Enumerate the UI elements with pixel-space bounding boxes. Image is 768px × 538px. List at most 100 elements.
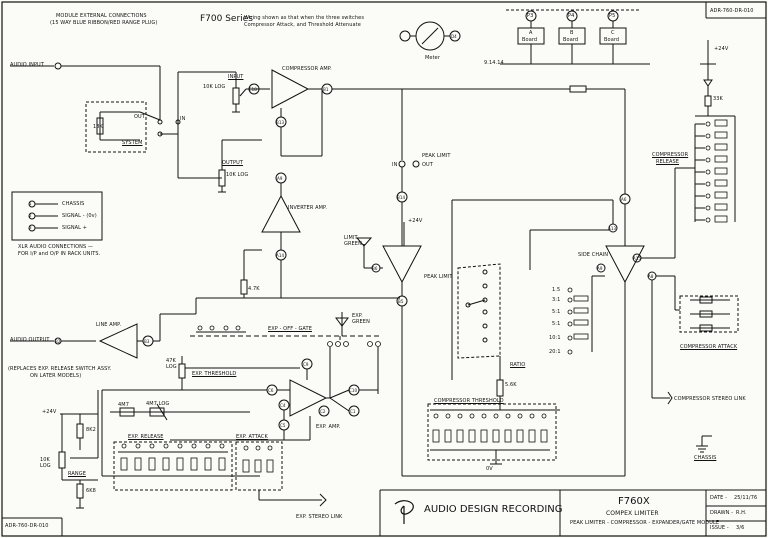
series-note-line2: Compressor Attack, and Threshold Attenua… <box>244 22 361 28</box>
node-c4: C4 <box>280 403 286 408</box>
node-b3: B3 <box>144 339 150 344</box>
relay-b-name: B <box>570 30 574 36</box>
ratio-label: RATIO <box>510 362 526 368</box>
relay-b-pin: P4 <box>568 13 575 19</box>
r8k2-label: 8K2 <box>86 427 96 433</box>
r33k-label: 33K <box>713 96 723 102</box>
node-e18: E18 <box>249 87 257 92</box>
module-header-line2: (15 WAY BLUE RIBBON/RED RANGE PLUG) <box>50 20 158 26</box>
compressor-stereo-link-label: COMPRESSOR STEREO LINK <box>674 396 746 402</box>
relay-a-board: Board <box>522 37 538 43</box>
relay-a-name: A <box>529 30 533 36</box>
relay-c-pin: P5 <box>609 13 616 19</box>
compressor-amp-label: COMPRESSOR AMP. <box>282 66 332 72</box>
ratio-value: 10:1 <box>549 335 561 341</box>
date-label: DATE - <box>710 495 728 501</box>
r4m7-label: 4M7 <box>118 402 129 408</box>
node-c6: C6 <box>268 388 274 393</box>
output-label: OUTPUT <box>222 160 243 166</box>
xlr-chassis-label: CHASSIS <box>62 201 85 207</box>
system-switch-label: SYSTEM <box>122 140 143 146</box>
exp-amp-label: EXP. AMP. <box>316 424 341 430</box>
node-c5: C5 <box>280 423 286 428</box>
peak-out-label: OUT <box>422 162 433 168</box>
audio-input-label: AUDIO INPUT <box>10 62 44 68</box>
series-title: F700 Series <box>200 14 253 24</box>
ratio-value: 20:1 <box>549 349 561 355</box>
range-pot-value: 10K LOG <box>40 457 51 469</box>
exp-off-gate-label: EXP - OFF - GATE <box>268 326 312 332</box>
replaces-note-line2: ON LATER MODELS) <box>30 373 82 379</box>
xlr-note-line1: XLR AUDIO CONNECTIONS — <box>18 244 94 250</box>
chassis-label: CHASSIS <box>694 455 717 461</box>
ratio-value: 3:1 <box>552 297 561 303</box>
model-number: F760X <box>618 496 650 507</box>
ratio-value: 5:1 <box>552 309 561 315</box>
audio-output-label: AUDIO OUTPUT <box>10 337 50 343</box>
relay-b-board: Board <box>563 37 579 43</box>
input-pot-value: 10K LOG <box>203 84 226 90</box>
r18k-label: 18K <box>93 124 103 130</box>
node-b5: B5 <box>398 299 404 304</box>
compressor-release-label-2: RELEASE <box>656 159 680 165</box>
ratio-value: 5:1 <box>552 321 561 327</box>
peak-limit-amp-label: PEAK LIMIT <box>424 274 453 280</box>
series-note-line1: Wiring shown as that when the three swit… <box>244 15 365 21</box>
drawing-ref-bottom: ADR-760-DR-010 <box>5 523 49 529</box>
relay-bus-label: 9.14.14 <box>484 60 504 66</box>
node-a8: A8 <box>648 274 654 279</box>
exp-threshold-label: EXP. THRESHOLD <box>192 371 237 377</box>
product-name: COMPEX LIMITER <box>606 510 659 517</box>
out-label: OUT <box>134 114 145 120</box>
relay-c-name: C <box>611 30 615 36</box>
exp-attack-label: EXP. ATTACK <box>236 434 268 440</box>
xlr-pin-3: 3 <box>29 225 32 230</box>
in-label: IN <box>180 116 186 122</box>
date-value: 25/11/76 <box>734 495 758 501</box>
xlr-pin-2: 2 <box>29 213 32 218</box>
peak-in-label: IN <box>392 162 398 168</box>
limit-green-label: LIMIT GREEN <box>344 235 362 247</box>
node-b6: B6 <box>372 266 378 271</box>
drawn-value: R.H. <box>736 510 747 516</box>
node-b13: B13 <box>276 120 285 125</box>
output-pot-value: 10K LOG <box>226 172 249 178</box>
relay-c-board: Board <box>604 37 620 43</box>
plus24v-label-2: +24V <box>714 46 729 52</box>
node-b2: B2 <box>55 339 61 344</box>
node-c2: C2 <box>320 409 326 414</box>
peak-limit-label: PEAK LIMIT <box>422 153 451 159</box>
exp-log-label: 4M7 LOG <box>146 401 170 407</box>
node-a13: A13 <box>608 226 617 231</box>
node-c1: C1 <box>350 409 356 414</box>
xlr-signal-minus-label: SIGNAL - (0v) <box>62 213 97 219</box>
replaces-note-line1: (REPLACES EXP. RELEASE SWITCH ASSY. <box>8 366 112 372</box>
node-a9-side: A9 <box>597 266 603 271</box>
node-a15: A15 <box>633 256 642 261</box>
r4k7-label: 4.7K <box>248 286 260 292</box>
range-label: RANGE <box>68 471 86 477</box>
drawn-label: DRAWN - <box>710 510 734 516</box>
exp-stereo-link-label: EXP. STEREO LINK <box>296 514 343 520</box>
meter-label: Meter <box>425 55 440 61</box>
compressor-attack-label: COMPRESSOR ATTACK <box>680 344 738 350</box>
company-name: AUDIO DESIGN RECORDING <box>424 504 563 515</box>
node-b1: B1 <box>323 87 329 92</box>
input-label: INPUT <box>228 74 244 80</box>
ratio-value: 1.5 <box>552 287 561 293</box>
plus24v-range-label: +24V <box>42 409 57 415</box>
relay-a-pin: P3 <box>527 13 534 19</box>
exp-green-label: EXP. GREEN <box>352 313 370 325</box>
xlr-note-line2: FOR I/P and O/P IN RACK UNITS. <box>18 251 101 257</box>
xlr-signal-plus-label: SIGNAL + <box>62 225 88 231</box>
r47k-log-label: 47K LOG <box>166 358 177 370</box>
product-subtitle: PEAK LIMITER - COMPRESSOR - EXPANDER/GAT… <box>570 520 720 526</box>
side-chain-label: SIDE CHAIN <box>578 252 609 258</box>
node-a6: A6 <box>621 197 627 202</box>
compressor-release-label-1: COMPRESSOR <box>652 152 689 158</box>
drawing-ref-top: ADR-760-DR-010 <box>710 8 754 14</box>
zero-v-label: 0V <box>486 466 493 472</box>
inverter-amp-label: INVERTER AMP. <box>288 205 328 211</box>
r6k8-label: 6K8 <box>86 488 96 494</box>
